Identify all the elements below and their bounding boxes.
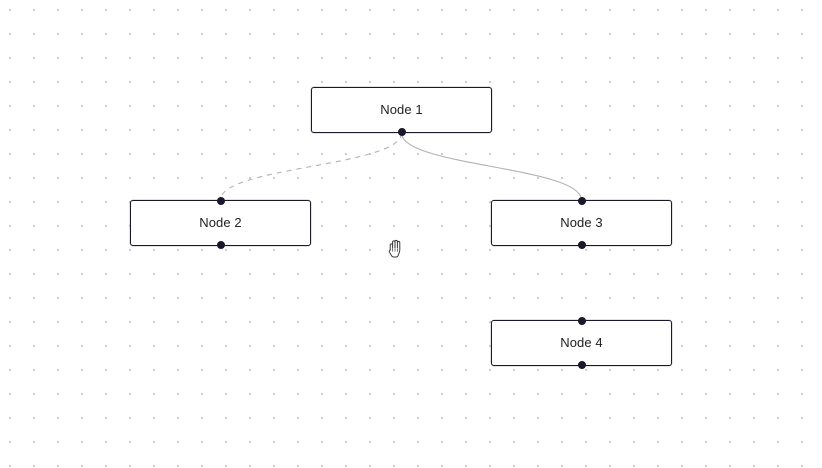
node-2-target-handle[interactable] bbox=[216, 197, 225, 205]
node-4[interactable]: Node 4 bbox=[491, 317, 672, 369]
node-2-source-handle[interactable] bbox=[216, 241, 225, 249]
node-2[interactable]: Node 2 bbox=[130, 197, 311, 249]
node-4-target-handle[interactable] bbox=[577, 317, 586, 325]
node-1-label: Node 1 bbox=[380, 102, 423, 117]
edge-node1-to-node3[interactable] bbox=[400, 132, 583, 201]
edge-node1-to-node2[interactable] bbox=[219, 132, 403, 201]
node-4-source-handle[interactable] bbox=[577, 361, 586, 369]
node-3-target-handle[interactable] bbox=[577, 197, 586, 205]
node-3-source-handle[interactable] bbox=[577, 241, 586, 249]
node-1-source-handle[interactable] bbox=[397, 128, 406, 136]
node-4-label: Node 4 bbox=[560, 335, 603, 350]
node-1[interactable]: Node 1 bbox=[311, 87, 492, 136]
grab-hand-cursor bbox=[388, 239, 401, 258]
node-2-label: Node 2 bbox=[199, 215, 242, 230]
node-3-label: Node 3 bbox=[560, 215, 603, 230]
node-3[interactable]: Node 3 bbox=[491, 197, 672, 249]
